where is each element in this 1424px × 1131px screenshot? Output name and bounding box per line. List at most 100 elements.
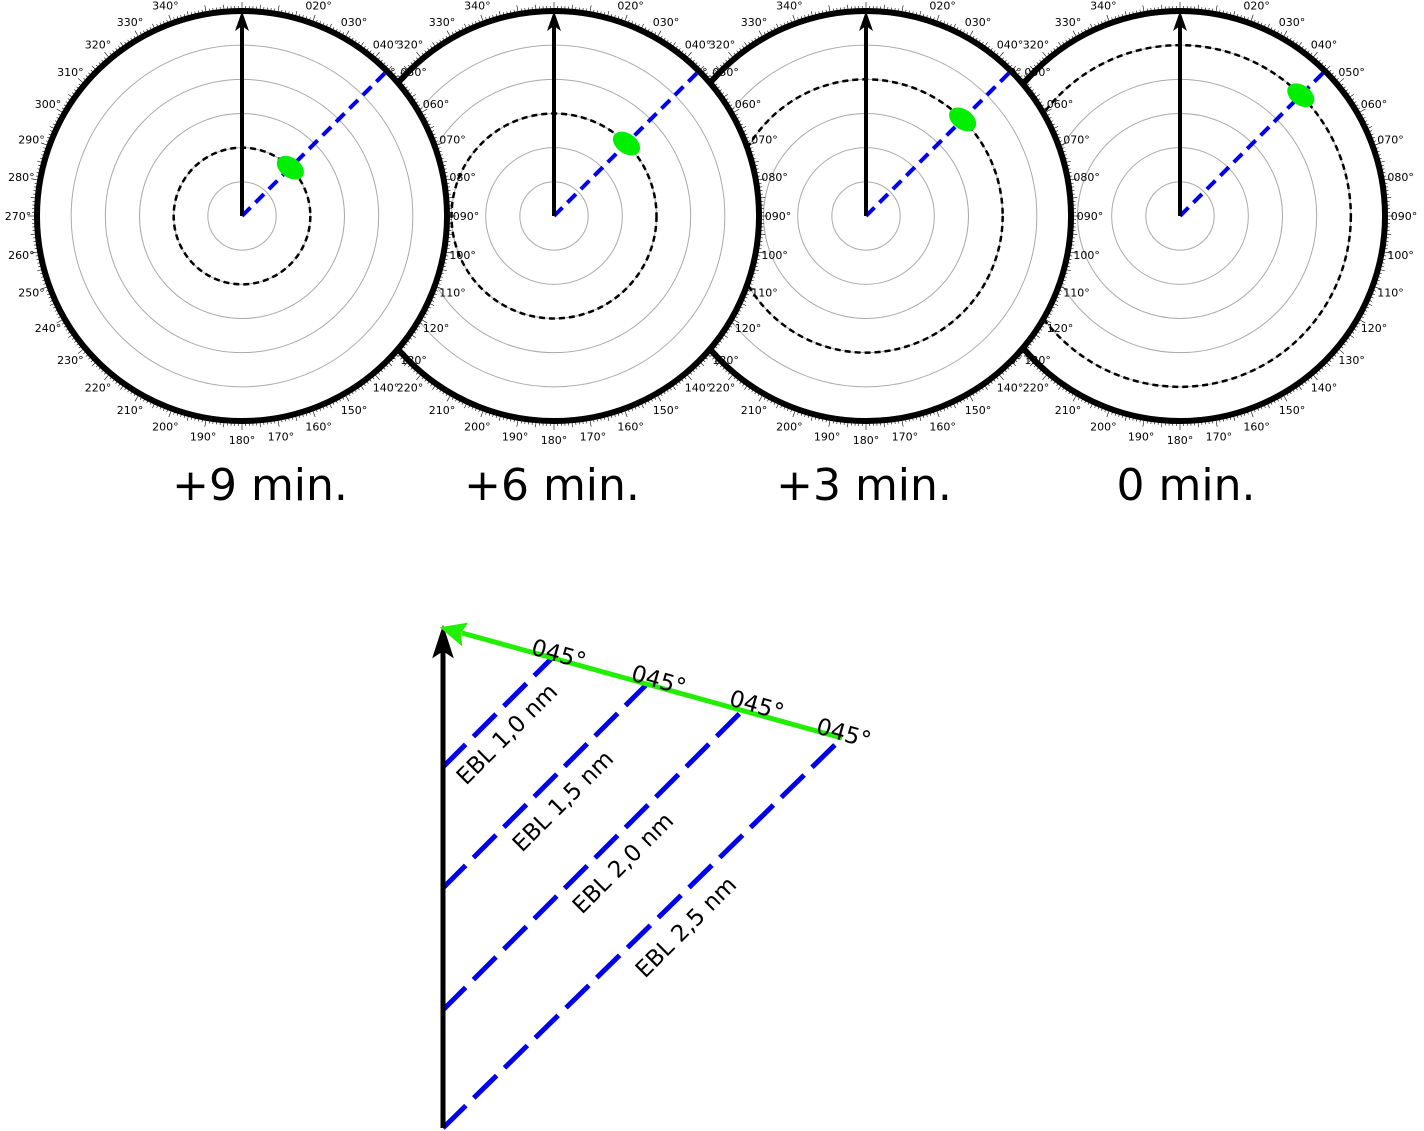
- caption-zero: 0 min.: [1117, 460, 1256, 511]
- bearing-tick: [168, 14, 172, 22]
- bearing-label: 110°: [439, 287, 466, 300]
- bearing-label: 120°: [1047, 322, 1074, 335]
- bearing-label: 200°: [1090, 420, 1117, 433]
- bearing-tick: [728, 51, 734, 58]
- bearing-label: 130°: [1338, 354, 1365, 367]
- bearing-tick: [56, 108, 63, 113]
- bearing-tick: [445, 178, 453, 181]
- bearing-tick: [901, 5, 904, 13]
- bearing-tick: [1142, 419, 1145, 427]
- bearing-tick: [1359, 108, 1366, 113]
- ebl-line-2: [441, 683, 648, 890]
- heading-arrowhead: [547, 11, 561, 31]
- bearing-label: 180°: [229, 434, 256, 447]
- bearing-tick: [134, 30, 139, 37]
- bearing-label: 150°: [965, 404, 992, 417]
- bearing-label: 100°: [1387, 249, 1414, 262]
- bearing-tick: [516, 419, 519, 427]
- bearing-tick: [1045, 319, 1052, 324]
- bearing-tick: [204, 419, 207, 427]
- bearing-tick: [277, 419, 280, 427]
- bearing-label: 010°: [268, 0, 295, 2]
- bearing-tick: [421, 108, 428, 113]
- bearing-label: 320°: [397, 38, 424, 51]
- caption-plus-6: +6 min.: [464, 460, 640, 511]
- bearing-tick: [374, 51, 380, 58]
- relative-motion-triangle: 045° 045° 045° 045° EBL 1,0 nm EBL 1,5 n…: [432, 622, 874, 1130]
- bearing-tick: [624, 14, 628, 22]
- bearing-label: 050°: [400, 66, 427, 79]
- bearing-label: 350°: [502, 0, 529, 2]
- bearing-label: 090°: [453, 210, 480, 223]
- bearing-label: 110°: [751, 287, 778, 300]
- bearing-tick: [686, 374, 692, 381]
- bearing-label: 180°: [853, 434, 880, 447]
- bearing-tick: [657, 30, 662, 37]
- bearing-label: 200°: [464, 420, 491, 433]
- bearing-label: 210°: [429, 404, 456, 417]
- bearing-label: 170°: [580, 431, 607, 444]
- bearing-tick: [345, 30, 350, 37]
- bearing-tick: [1283, 395, 1288, 402]
- bearing-tick: [516, 5, 519, 13]
- bearing-label: 190°: [1128, 431, 1155, 444]
- bearing-tick: [436, 142, 444, 146]
- bearing-label: 080°: [761, 171, 788, 184]
- bearing-label: 320°: [709, 38, 736, 51]
- bearing-tick: [828, 419, 831, 427]
- bearing-label-4: 045°: [813, 714, 873, 754]
- bearing-tick: [1072, 30, 1077, 37]
- bearing-label: 100°: [761, 249, 788, 262]
- bearing-tick: [758, 395, 763, 402]
- bearing-label: 060°: [735, 98, 762, 111]
- radar-displays: 000°010°020°030°040°050°060°070°080°090°…: [5, 0, 1418, 447]
- relative-motion-arrowhead: [439, 622, 469, 647]
- ebl-label-2: EBL 1,5 nm: [508, 746, 619, 857]
- bearing-label: 060°: [423, 98, 450, 111]
- bearing-label: 190°: [502, 431, 529, 444]
- bearing-label: 100°: [449, 249, 476, 262]
- bearing-label: 320°: [1023, 38, 1050, 51]
- ebl-bearing-line: [864, 69, 1013, 218]
- bearing-tick: [758, 30, 763, 37]
- bearing-label: 110°: [1377, 287, 1404, 300]
- bearing-tick: [1312, 374, 1318, 381]
- bearing-tick: [1374, 142, 1382, 146]
- bearing-label: 020°: [1243, 0, 1270, 13]
- heading-arrowhead: [1173, 11, 1187, 31]
- bearing-tick: [792, 410, 796, 418]
- bearing-label: 350°: [190, 0, 217, 2]
- bearing-tick: [31, 251, 39, 254]
- bearing-label: 140°: [1311, 382, 1338, 395]
- bearing-tick: [936, 14, 940, 22]
- heading-arrowhead: [432, 624, 454, 659]
- bearing-tick: [400, 348, 407, 354]
- bearing-tick: [792, 14, 796, 22]
- heading-arrowhead: [235, 11, 249, 31]
- bearing-label: 210°: [117, 404, 144, 417]
- bearing-tick: [40, 286, 48, 290]
- bearing-label: 210°: [741, 404, 768, 417]
- bearing-label: 030°: [965, 16, 992, 29]
- bearing-label: 330°: [429, 16, 456, 29]
- bearing-tick: [969, 30, 974, 37]
- radar-captions: +9 min. +6 min. +3 min. 0 min.: [172, 460, 1255, 511]
- bearing-tick: [168, 410, 172, 418]
- bearing-tick: [1069, 178, 1077, 181]
- bearing-tick: [748, 142, 756, 146]
- bearing-label: 190°: [190, 431, 217, 444]
- bearing-tick: [104, 374, 110, 381]
- ebl-bearing-line: [240, 69, 389, 218]
- bearing-label: 180°: [1167, 434, 1194, 447]
- bearing-label: 180°: [541, 434, 568, 447]
- bearing-tick: [1215, 5, 1218, 13]
- bearing-tick: [686, 51, 692, 58]
- bearing-tick: [400, 78, 407, 84]
- bearing-label: 220°: [709, 382, 736, 395]
- bearing-label-1: 045°: [528, 635, 588, 675]
- ebl-line-3: [441, 705, 748, 1012]
- bearing-tick: [421, 319, 428, 324]
- bearing-label: 160°: [929, 420, 956, 433]
- ebl-bearing-line: [1178, 69, 1327, 218]
- bearing-label: 170°: [268, 431, 295, 444]
